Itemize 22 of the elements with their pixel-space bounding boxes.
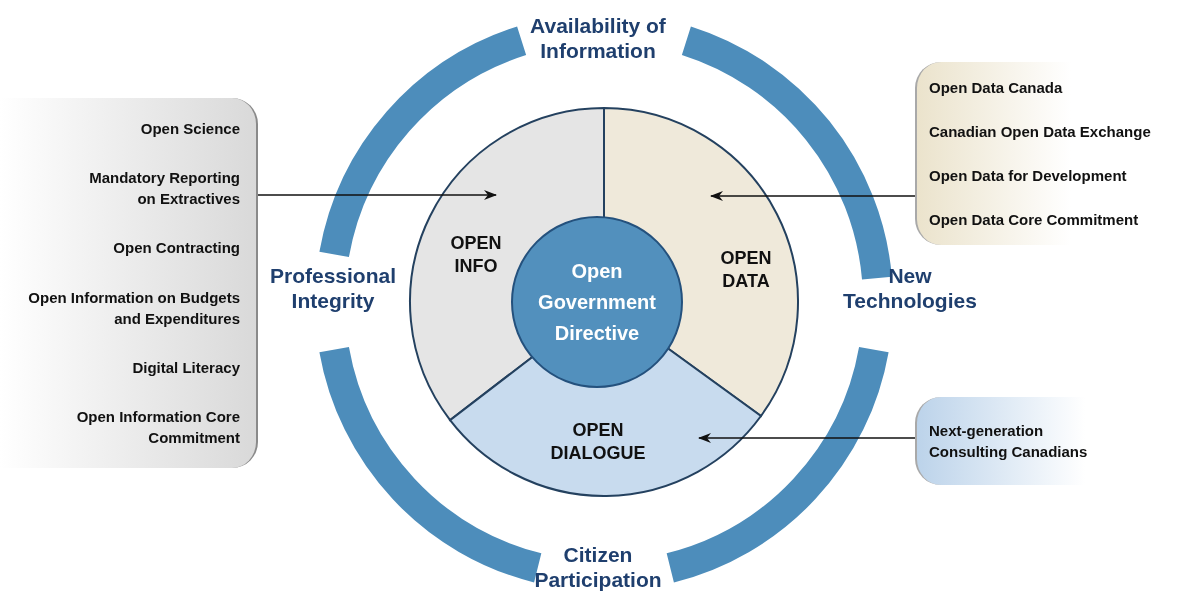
- ring-label: New Technologies: [842, 263, 978, 313]
- initiative-label: Digital Literacy: [132, 357, 240, 378]
- initiative-label: Open Science: [140, 119, 240, 140]
- initiative-label: Canadian Open Data Exchange: [929, 122, 1151, 143]
- ring-label: Citizen Participation: [533, 542, 663, 592]
- arrow: [698, 433, 916, 443]
- initiative-label: Open Information Core Commitment: [75, 406, 240, 448]
- initiative-label: Open Data Canada: [929, 78, 1063, 99]
- sector-label: OPEN DIALOGUE: [549, 419, 647, 465]
- ring-label: Availability of Information: [529, 13, 667, 63]
- initiative-label: Open Data Core Commitment: [929, 209, 1139, 230]
- center-label: Open Government Directive: [537, 258, 657, 346]
- arrow: [710, 191, 916, 201]
- sector-label: OPEN INFO: [449, 232, 503, 278]
- initiative-label: Open Data for Development: [929, 165, 1127, 186]
- initiative-label: Next-generation Consulting Canadians: [929, 421, 1089, 462]
- initiative-label: Open Information on Budgets and Expenditures: [27, 287, 240, 329]
- initiative-label: Mandatory Reporting on Extractives: [88, 168, 240, 210]
- ring-label: Professional Integrity: [268, 263, 397, 313]
- sector-label: OPEN DATA: [719, 247, 773, 293]
- arrow: [257, 190, 497, 200]
- initiative-label: Open Contracting: [113, 238, 240, 259]
